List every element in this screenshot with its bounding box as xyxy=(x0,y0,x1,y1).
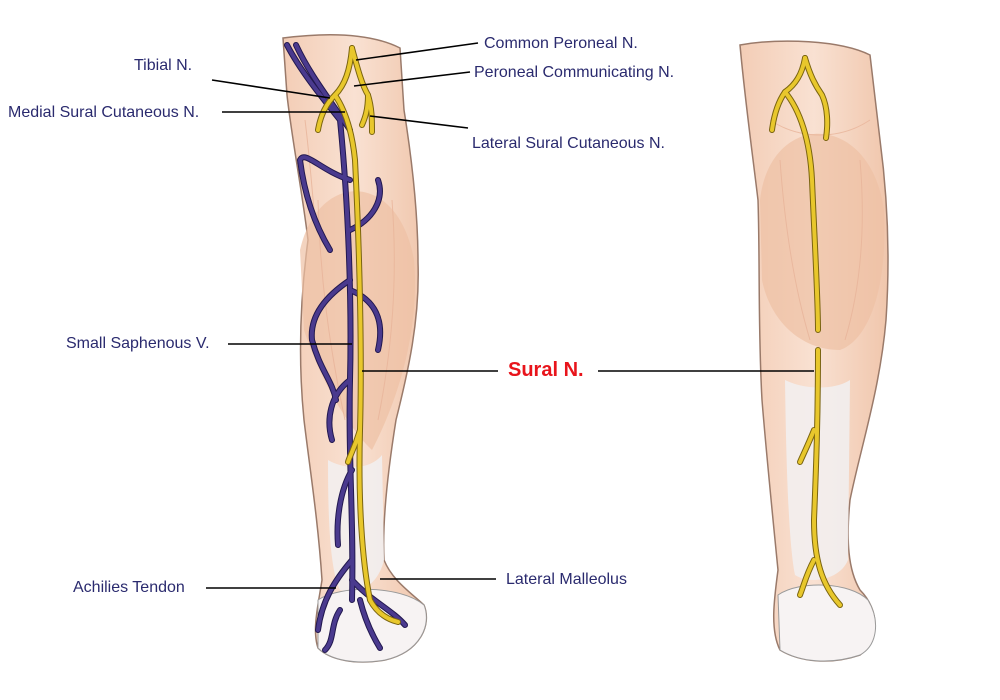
label-sural-nerve: Sural N. xyxy=(508,359,584,381)
label-medial-sural-cutaneous-nerve: Medial Sural Cutaneous N. xyxy=(8,104,200,121)
label-lateral-malleolus: Lateral Malleolus xyxy=(506,571,627,588)
leader-lateral-sural xyxy=(369,115,469,129)
label-tibial-nerve: Tibial N. xyxy=(134,57,193,74)
leader-common-peroneal xyxy=(355,42,479,61)
leader-lines xyxy=(206,42,814,589)
label-common-peroneal-nerve: Common Peroneal N. xyxy=(484,35,638,52)
right-calf-muscle xyxy=(760,133,885,350)
label-achilles-tendon: Achilies Tendon xyxy=(73,579,185,596)
label-lateral-sural-cutaneous-nerve: Lateral Sural Cutaneous N. xyxy=(472,135,665,152)
leader-peroneal-communicating xyxy=(353,71,471,87)
label-small-saphenous-vein: Small Saphenous V. xyxy=(66,335,210,352)
label-peroneal-communicating-nerve: Peroneal Communicating N. xyxy=(474,64,675,81)
right-leg xyxy=(739,40,889,662)
small-saphenous-vein xyxy=(284,42,408,653)
right-muscle-striations xyxy=(769,119,871,341)
left-nerves xyxy=(315,45,401,625)
right-heel xyxy=(777,584,877,662)
leader-tibial xyxy=(211,79,331,99)
right-nerves xyxy=(769,55,843,608)
